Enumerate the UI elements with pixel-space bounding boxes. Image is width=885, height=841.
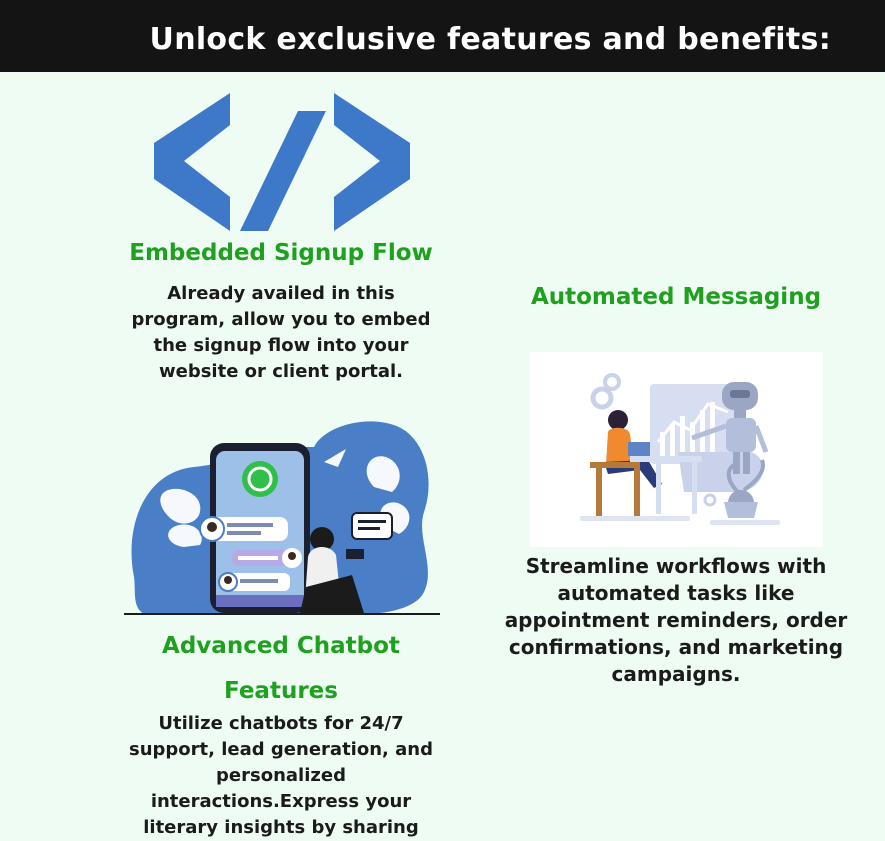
robot-automation-illustration	[580, 373, 780, 525]
feature-title-automated-messaging: Automated Messaging	[530, 284, 822, 310]
feature-desc-advanced-chatbot: Utilize chatbots for 24/7 support, lead …	[129, 713, 433, 838]
feature-desc-automated-messaging: Streamline workflows with automated task…	[504, 554, 848, 686]
code-brackets-icon	[154, 93, 410, 231]
whatsapp-chatbot-illustration	[124, 421, 440, 615]
feature-title-advanced-chatbot: Advanced Chatbot Features	[162, 633, 400, 704]
page-title: Unlock exclusive features and benefits:	[149, 22, 831, 57]
feature-title-embedded-signup: Embedded Signup Flow	[129, 240, 433, 266]
feature-desc-embedded-signup: Already availed in this program, allow y…	[131, 283, 431, 382]
page-header: Unlock exclusive features and benefits:	[0, 0, 885, 72]
automation-illustration-card	[530, 352, 823, 547]
